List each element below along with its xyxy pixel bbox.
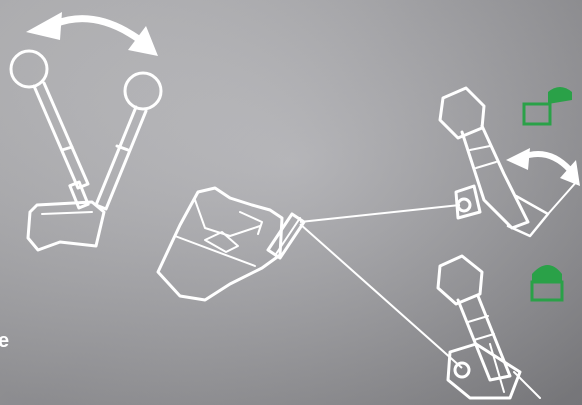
- joystick-swing-illustration: [9, 12, 163, 252]
- padlock-closed-icon: [530, 265, 564, 302]
- stick-tilted-unlocked: [438, 86, 580, 238]
- joystick-base-small: [26, 200, 106, 252]
- swing-double-arrow-icon: [51, 15, 144, 44]
- connector-lines: [299, 204, 463, 369]
- stick-upright-locked: [436, 254, 541, 400]
- partial-edge-text: e: [0, 330, 10, 352]
- padlock-open-icon: [522, 87, 572, 126]
- stick-left-position: [9, 49, 90, 210]
- swing-arrow-head-right: [128, 26, 158, 56]
- swing-arrow-head-left: [26, 12, 62, 40]
- stick-right-position: [94, 71, 163, 211]
